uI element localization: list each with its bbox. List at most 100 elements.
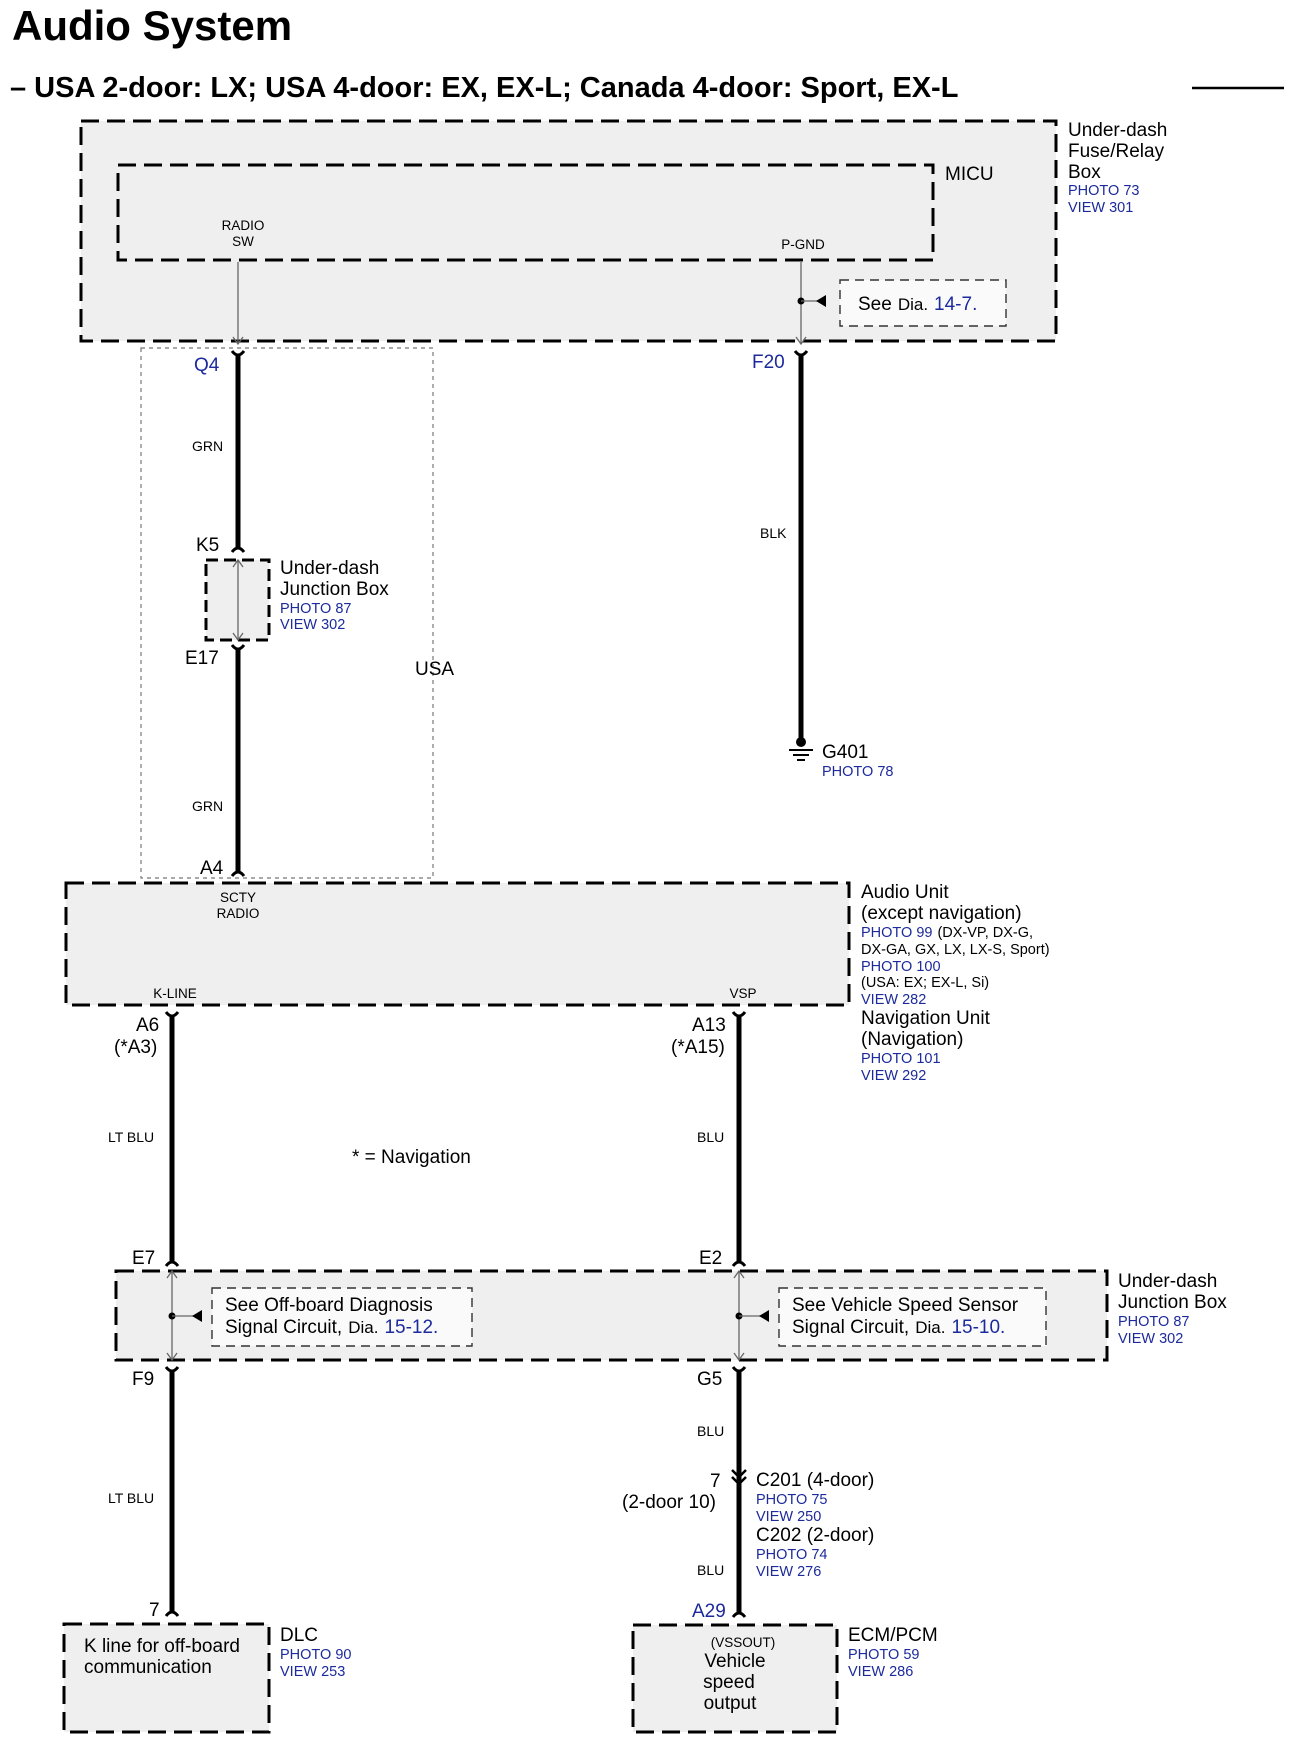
c201-label: C201 (4-door) — [756, 1470, 874, 1491]
e7-connector-icon — [164, 1260, 180, 1267]
audio-unit-photo99-note: (DX-VP, DX-G, — [937, 925, 1033, 941]
blk-wire-label: BLK — [760, 525, 787, 541]
a4-pin: A4 — [200, 858, 224, 879]
a6-nav-pin: (*A3) — [114, 1037, 157, 1058]
scty-radio-pin-2: RADIO — [217, 906, 260, 921]
see-dia-number-link[interactable]: 14-7. — [934, 294, 977, 315]
see-dia-14-7-note[interactable] — [839, 279, 1007, 327]
micu-box — [116, 163, 935, 262]
a13-nav-pin: (*A15) — [671, 1037, 725, 1058]
radio-sw-pin-2: SW — [232, 234, 254, 249]
e17-connector-icon — [230, 644, 246, 651]
fuse-box-name-1: Under-dash — [1068, 120, 1167, 141]
lt-blu-wire-2-label: LT BLU — [108, 1490, 154, 1506]
ecm-view-link[interactable]: VIEW 286 — [848, 1664, 913, 1680]
micu-label: MICU — [945, 164, 994, 185]
page-title: Audio System — [12, 2, 292, 49]
dlc-box-line-1: K line for off-board — [84, 1636, 240, 1657]
audio-unit-name-2: (except navigation) — [861, 903, 1022, 924]
fuse-box-name-2: Fuse/Relay — [1068, 141, 1165, 162]
see-dia: Dia. — [898, 295, 928, 314]
nav-unit-view292-link[interactable]: VIEW 292 — [861, 1068, 926, 1084]
f9-connector-icon — [164, 1366, 180, 1373]
audio-unit-photo100-link[interactable]: PHOTO 100 — [861, 959, 941, 975]
grn-wire-1-label: GRN — [192, 438, 223, 454]
vsp-pin: VSP — [729, 986, 756, 1001]
scty-radio-pin-1: SCTY — [220, 890, 256, 905]
junction-box-large-photo-link[interactable]: PHOTO 87 — [1118, 1314, 1189, 1330]
see-dia-15-12-number-link[interactable]: 15-12. — [384, 1317, 438, 1338]
dlc-box — [62, 1622, 271, 1734]
blu-wire-3-label: BLU — [697, 1562, 724, 1578]
audio-unit-view282-link[interactable]: VIEW 282 — [861, 992, 926, 1008]
see-dia-15-10-number-link[interactable]: 15-10. — [951, 1317, 1005, 1338]
see-dia-15-10-note[interactable] — [778, 1287, 1047, 1347]
g401-photo-link[interactable]: PHOTO 78 — [822, 764, 893, 780]
ecm-box-line-speed: speed — [703, 1672, 755, 1693]
see-dia-15-10-line-1: See Vehicle Speed Sensor — [792, 1295, 1019, 1316]
q4-arrow-icon — [232, 336, 244, 346]
grn-wire-2-label: GRN — [192, 798, 223, 814]
c202-label: C202 (2-door) — [756, 1525, 874, 1546]
e2-inner-arrow-icon — [733, 1269, 745, 1279]
e2-pin: E2 — [699, 1248, 722, 1269]
ecm-photo-link[interactable]: PHOTO 59 — [848, 1647, 919, 1663]
usa-label: USA — [415, 659, 454, 680]
a4-connector-icon — [230, 870, 246, 877]
e17-inner-arrow-icon — [232, 632, 244, 642]
e2-connector-icon — [731, 1260, 747, 1267]
see-dia-15-10-dia: Dia. — [915, 1318, 945, 1337]
c202-view-link[interactable]: VIEW 276 — [756, 1564, 821, 1580]
e7-pin: E7 — [132, 1248, 155, 1269]
blu-wire-1-label: BLU — [697, 1129, 724, 1145]
f20-pin: F20 — [752, 352, 785, 373]
q4-connector-icon — [230, 350, 246, 357]
k5-pin: K5 — [196, 535, 219, 556]
audio-unit-name-1: Audio Unit — [861, 882, 949, 903]
e7-inner-arrow-icon — [166, 1269, 178, 1279]
p-gnd-pin: P-GND — [781, 237, 825, 252]
see-dia-15-12-dia: Dia. — [348, 1318, 378, 1337]
junction-box-small-photo-link[interactable]: PHOTO 87 — [280, 601, 351, 617]
f9-inner-arrow-icon — [166, 1352, 178, 1362]
vssout-pin: (VSSOUT) — [711, 1635, 776, 1650]
fuse-box-view-link[interactable]: VIEW 301 — [1068, 200, 1133, 216]
a13-pin: A13 — [692, 1015, 726, 1036]
dlc-box-line-2: communication — [84, 1657, 212, 1678]
f20-arrow-icon — [795, 336, 807, 346]
nav-unit-photo101-link[interactable]: PHOTO 101 — [861, 1051, 941, 1067]
ground-node — [796, 737, 806, 747]
a6-pin: A6 — [136, 1015, 159, 1036]
fuse-box-name-3: Box — [1068, 162, 1101, 183]
a29-connector-icon — [731, 1611, 747, 1618]
c202-photo-link[interactable]: PHOTO 74 — [756, 1547, 827, 1563]
g5-connector-icon — [731, 1366, 747, 1373]
junction-box-large-view-link[interactable]: VIEW 302 — [1118, 1331, 1183, 1347]
junction-box-small-view-link[interactable]: VIEW 302 — [280, 617, 345, 633]
k-line-pin: K-LINE — [153, 986, 197, 1001]
g401-label: G401 — [822, 742, 868, 763]
junction-box-large-name-1: Under-dash — [1118, 1271, 1217, 1292]
a13-connector-icon — [731, 1011, 747, 1018]
junction-box-small-name-2: Junction Box — [280, 579, 389, 600]
dlc-view-link[interactable]: VIEW 253 — [280, 1664, 345, 1680]
a29-pin: A29 — [692, 1601, 726, 1622]
f9-pin: F9 — [132, 1369, 154, 1390]
audio-unit-photo99-note-2: DX-GA, GX, LX, LX-S, Sport) — [861, 942, 1050, 958]
c201-photo-link[interactable]: PHOTO 75 — [756, 1492, 827, 1508]
nav-unit-name-1: Navigation Unit — [861, 1008, 991, 1029]
see-dia-15-12-note[interactable] — [211, 1287, 473, 1347]
radio-sw-pin-1: RADIO — [222, 218, 265, 233]
audio-unit-photo99-link[interactable]: PHOTO 99 — [861, 925, 932, 941]
audio-unit-photo100-note: (USA: EX; EX-L, Si) — [861, 975, 989, 991]
fuse-box-photo-link[interactable]: PHOTO 73 — [1068, 183, 1139, 199]
blu-wire-2-label: BLU — [697, 1423, 724, 1439]
dlc-pin-connector-icon — [164, 1610, 180, 1617]
c201-view-link[interactable]: VIEW 250 — [756, 1509, 821, 1525]
usa-only-region — [140, 347, 434, 879]
see-dia-15-10-line-2: Signal Circuit,Dia.15-10. — [792, 1317, 1005, 1338]
dlc-photo-link[interactable]: PHOTO 90 — [280, 1647, 351, 1663]
see-dia-15-12-line-1: See Off-board Diagnosis — [225, 1295, 433, 1316]
